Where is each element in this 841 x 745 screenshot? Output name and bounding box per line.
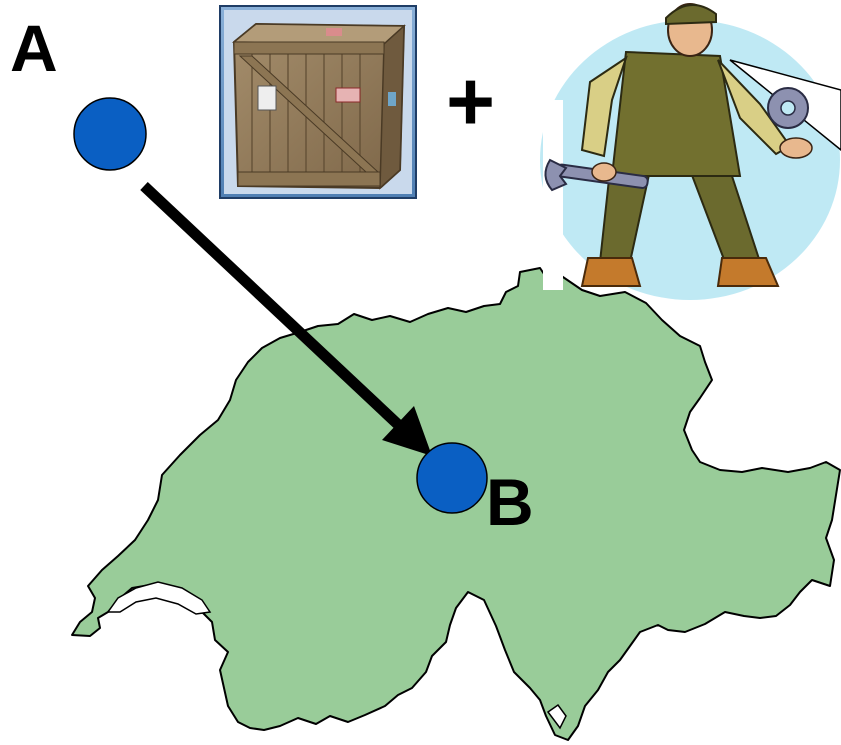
point-a-marker: [73, 97, 147, 171]
point-b-marker: [416, 442, 488, 514]
route-arrow-line: [140, 181, 410, 437]
mechanic-worker-icon: [540, 3, 841, 300]
plus-sign: +: [446, 54, 495, 148]
lake-lugano: [546, 703, 567, 730]
route-arrow-head: [382, 406, 432, 456]
label-a: A: [10, 11, 58, 85]
lake-geneva: [106, 581, 212, 615]
wooden-crate-icon: [219, 5, 417, 199]
label-b: B: [486, 465, 534, 539]
